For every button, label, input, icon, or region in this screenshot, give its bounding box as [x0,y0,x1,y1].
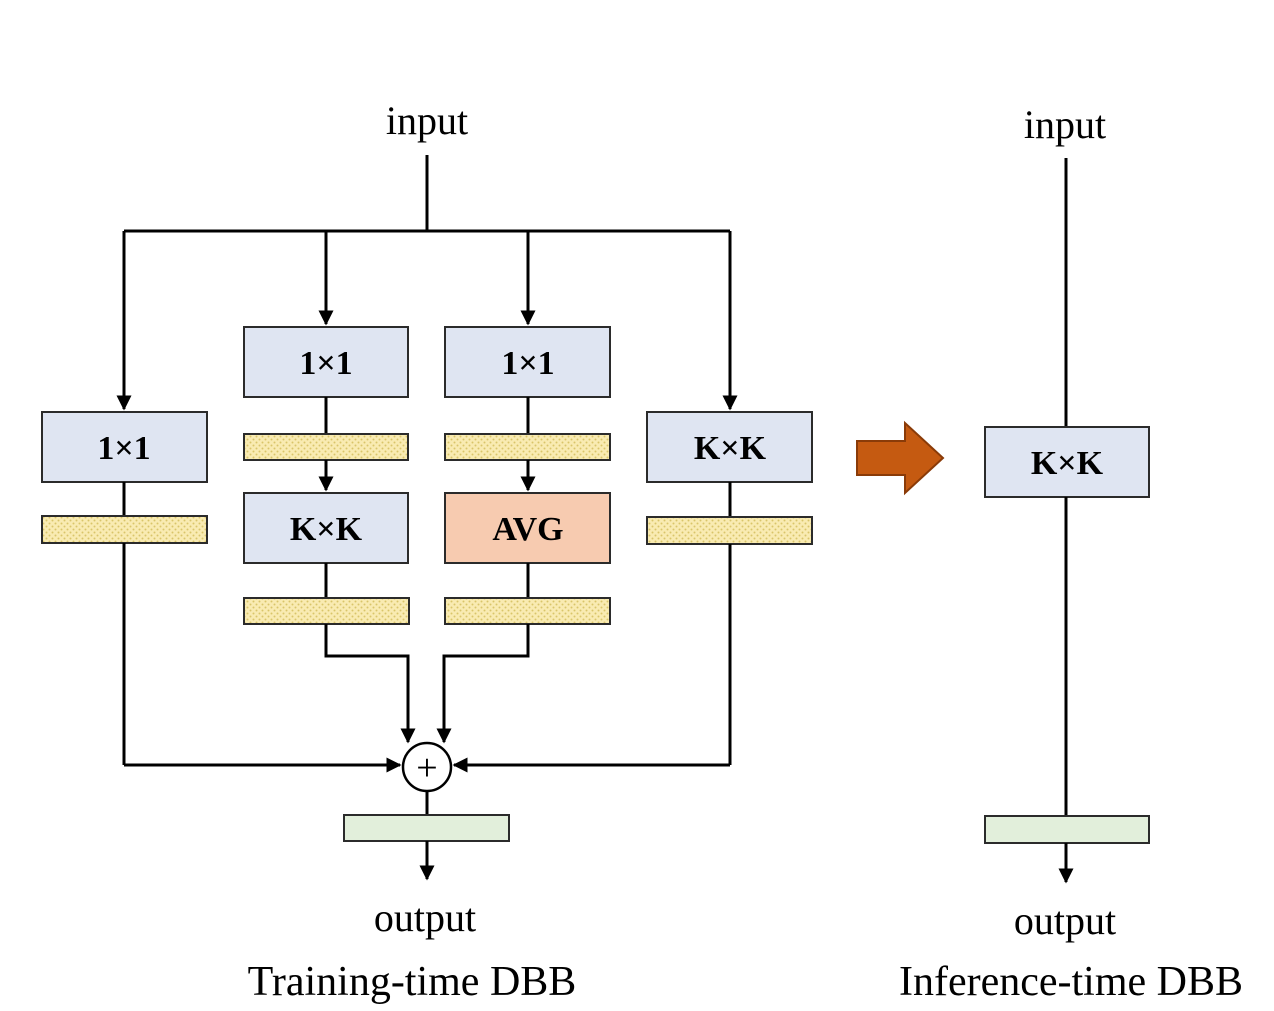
branch2-conv2-label: K×K [290,511,363,548]
branch3-conv-label: 1×1 [501,345,554,382]
branch2-conv-kxk [243,492,409,564]
branch2-to-add [324,624,416,744]
branch3-avg-pool [444,492,611,564]
branch2-bn-2 [243,597,410,625]
branch3-bn-1 [444,433,611,461]
branch1-bn [41,515,208,544]
training-input-label: input [386,98,468,143]
branch4-conv-label: K×K [694,430,767,467]
inference-output-bn [984,815,1150,844]
branch3-to-add [436,624,530,744]
branch2-conv1-label: 1×1 [299,345,352,382]
inference-caption: Inference-time DBB [899,959,1243,1005]
inference-output-label: output [1014,898,1116,943]
branch1-conv-label: 1×1 [97,430,150,467]
branch3-avg-label: AVG [492,511,563,548]
training-caption: Training-time DBB [248,959,577,1005]
branch3-bn-2 [444,597,611,625]
branch3-conv-1x1 [444,326,611,398]
inference-conv-kxk [984,426,1150,498]
inference-input-label: input [1024,102,1106,147]
inference-conv-label: K×K [1031,445,1104,482]
branch2-bn-1 [243,433,409,461]
training-output-bn [343,814,510,842]
branch4-bn [646,516,813,545]
add-symbol: + [416,747,437,789]
conversion-arrow-icon [856,420,945,496]
training-output-label: output [374,895,476,940]
